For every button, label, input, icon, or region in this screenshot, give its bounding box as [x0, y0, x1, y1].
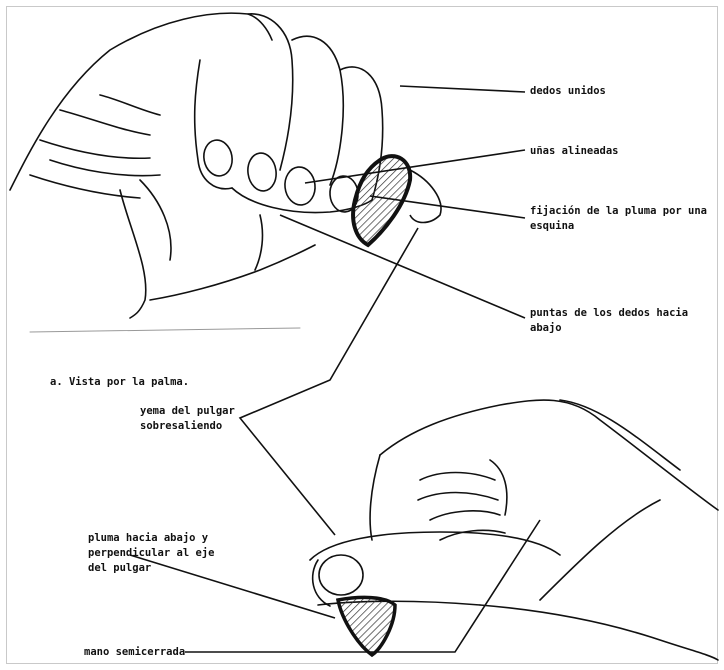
label-puntas-line1: puntas de los dedos hacia — [530, 306, 688, 320]
label-dedos-unidos: dedos unidos — [530, 84, 606, 98]
leader-puntas — [280, 215, 525, 318]
label-pluma-line1: pluma hacia abajo y — [88, 531, 208, 545]
label-mano-semicerrada: mano semicerrada — [84, 645, 185, 659]
label-pluma-line2: perpendicular al eje — [88, 546, 214, 560]
label-yema-line1: yema del pulgar — [140, 404, 235, 418]
bottom-guitar-pick — [338, 597, 395, 655]
label-fijacion-line1: fijación de la pluma por una — [530, 204, 707, 218]
label-yema-line2: sobresaliendo — [140, 419, 222, 433]
label-puntas-line2: abajo — [530, 321, 562, 335]
leader-dedos-unidos — [400, 86, 525, 92]
top-hand-drawing — [10, 13, 383, 332]
leader-pluma — [130, 555, 335, 618]
label-fijacion-line2: esquina — [530, 219, 574, 233]
leader-yema — [240, 228, 418, 535]
label-unas-alineadas: uñas alineadas — [530, 144, 619, 158]
label-vista-palma: a. Vista por la palma. — [50, 375, 189, 389]
label-pluma-line3: del pulgar — [88, 561, 151, 575]
